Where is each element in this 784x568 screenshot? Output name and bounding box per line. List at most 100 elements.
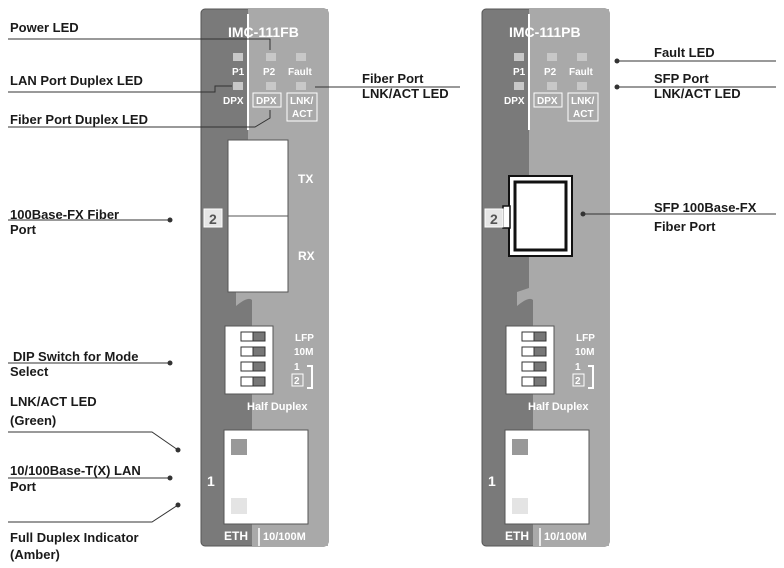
dot-fiber-port <box>167 217 173 223</box>
left-dip-toggles <box>240 331 266 387</box>
right-speed-label: 10/100M <box>544 531 587 543</box>
right-sfp-tab <box>502 205 511 229</box>
label-fiber-port-line2: Port <box>10 222 36 237</box>
left-fault-label: Fault <box>288 67 313 78</box>
right-port2-box <box>484 208 504 228</box>
label-lan-port-line1: 10/100Base-T(X) LAN <box>10 463 141 478</box>
left-rx-label: RX <box>298 249 315 263</box>
right-port1-label: 1 <box>488 473 496 489</box>
left-full-duplex-led <box>231 498 247 514</box>
left-fault-led <box>296 53 306 61</box>
label-dip-line2: Select <box>10 364 49 379</box>
left-lnk-label: LNK/ <box>290 96 314 107</box>
right-port2-label: 2 <box>490 211 498 227</box>
label-fault-led: Fault LED <box>654 45 715 60</box>
right-sw1-label: 1 <box>575 362 581 373</box>
left-sw1-label: 1 <box>294 362 300 373</box>
label-sfp-lnk-line2: LNK/ACT LED <box>654 86 741 101</box>
leader-full-duplex <box>8 504 179 523</box>
right-lnk-label: LNK/ <box>571 96 595 107</box>
left-eth-label: ETH <box>224 529 248 543</box>
label-lan-duplex-led: LAN Port Duplex LED <box>10 73 143 88</box>
left-dpx-b-label: DPX <box>256 96 277 107</box>
left-lnk-box <box>286 92 318 122</box>
right-device-light-panel <box>517 9 609 546</box>
leader-lnkact-led <box>8 431 179 451</box>
right-device: IMC-111PB P1 P2 Fault DPX DPX LNK/ ACT 2… <box>481 8 610 547</box>
label-fiber-lnk-line2: LNK/ACT LED <box>362 86 449 101</box>
label-sfp-lnk-line1: SFP Port <box>654 71 709 86</box>
left-tx-label: TX <box>298 172 313 186</box>
left-dpx-b-box <box>252 92 282 108</box>
right-power-led <box>547 53 557 61</box>
right-fiber-duplex-led <box>547 82 557 90</box>
left-power-led <box>266 53 276 61</box>
right-dpx-b-box <box>533 92 563 108</box>
dot-sfp-fiber-port <box>580 211 586 217</box>
label-fiber-lnk-line1: Fiber Port <box>362 71 424 86</box>
leader-lan-duplex-led <box>8 85 232 93</box>
label-lnkact-line1: LNK/ACT LED <box>10 394 97 409</box>
left-p2-label: P2 <box>263 67 276 78</box>
left-p1-label: P1 <box>232 67 245 78</box>
right-lnk-act-led <box>512 439 528 455</box>
left-lfp-label: LFP <box>295 333 314 344</box>
label-lan-port-line2: Port <box>10 479 36 494</box>
left-fiber-lnk-led <box>296 82 306 90</box>
left-device: IMC-111FB P1 P2 Fault DPX DPX LNK/ ACT 2… <box>200 8 329 547</box>
leader-power-led <box>8 38 271 50</box>
dot-fault-led <box>614 58 620 64</box>
dot-lan-port <box>167 475 173 481</box>
label-sfp-fiber-line2: Fiber Port <box>654 219 716 234</box>
left-port1-label: 1 <box>207 473 215 489</box>
label-fiber-port-line1: 100Base-FX Fiber <box>10 207 120 222</box>
right-full-duplex-led <box>512 498 528 514</box>
right-fault-label: Fault <box>569 67 594 78</box>
right-lan-duplex-led <box>514 82 524 90</box>
label-lnkact-line2: (Green) <box>10 413 57 428</box>
right-sw2-box <box>572 373 585 387</box>
right-p2-label: P2 <box>544 67 557 78</box>
right-p1-led <box>514 53 524 61</box>
label-sfp-fiber-line1: SFP 100Base-FX <box>654 200 757 215</box>
right-sw2-label: 2 <box>575 376 581 387</box>
right-sw-bracket <box>588 365 594 389</box>
left-fiber-port-rx <box>227 215 289 293</box>
right-act-label: ACT <box>573 109 594 120</box>
right-10m-label: 10M <box>575 347 594 358</box>
right-p1-label: P1 <box>513 67 526 78</box>
leader-fiber-duplex-led <box>8 110 271 128</box>
dot-sfp-lnk-led <box>614 84 620 90</box>
label-full-duplex-line1: Full Duplex Indicator <box>10 530 139 545</box>
dot-full-duplex <box>175 502 181 508</box>
right-dip-toggles <box>521 331 547 387</box>
right-dpx-b-label: DPX <box>537 96 558 107</box>
label-fiber-duplex-led: Fiber Port Duplex LED <box>10 112 148 127</box>
right-lnk-box <box>567 92 599 122</box>
left-speed-label: 10/100M <box>263 531 306 543</box>
left-half-duplex-label: Half Duplex <box>247 401 308 413</box>
left-fiber-port-tx <box>227 139 289 217</box>
left-port2-label: 2 <box>209 211 217 227</box>
right-sfp-port-inner <box>513 180 568 252</box>
label-dip-line1: DIP Switch for Mode <box>13 349 139 364</box>
left-10m-label: 10M <box>294 347 313 358</box>
leader-lines <box>8 38 776 523</box>
right-lfp-label: LFP <box>576 333 595 344</box>
right-eth-label: ETH <box>505 529 529 543</box>
right-dpx-a-label: DPX <box>504 96 525 107</box>
left-model-title: IMC-111FB <box>228 24 299 40</box>
left-port2-box <box>203 208 223 228</box>
right-sfp-lnk-led <box>577 82 587 90</box>
left-sw-bracket <box>307 365 313 389</box>
label-power-led: Power LED <box>10 20 79 35</box>
left-lan-duplex-led <box>233 82 243 90</box>
left-fiber-duplex-led <box>266 82 276 90</box>
left-lnk-act-led <box>231 439 247 455</box>
left-act-label: ACT <box>292 109 313 120</box>
left-sw2-label: 2 <box>294 376 300 387</box>
right-fault-led <box>577 53 587 61</box>
label-full-duplex-line2: (Amber) <box>10 547 60 562</box>
right-half-duplex-label: Half Duplex <box>528 401 589 413</box>
